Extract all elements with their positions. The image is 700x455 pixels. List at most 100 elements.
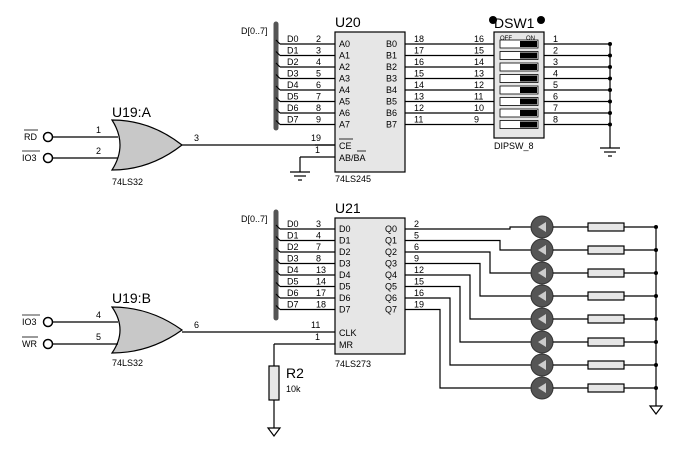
u20-pin-b7: B7 — [386, 120, 397, 130]
u20-pin-a7: A7 — [339, 120, 350, 130]
u21-pin-q7: Q7 — [385, 305, 397, 315]
u19b-pin-6: 6 — [194, 320, 199, 330]
dsw-toggle-4[interactable] — [499, 74, 539, 83]
r2-value: 10k — [286, 384, 301, 394]
u20-ce-label: CE — [339, 141, 352, 151]
dsw-toggle-7[interactable] — [499, 108, 539, 118]
u21-right-num-1: 5 — [414, 231, 419, 241]
u20-left-num-1: 3 — [316, 46, 321, 56]
u21-part: 74LS273 — [335, 359, 371, 369]
dsw-toggle-8[interactable] — [499, 120, 539, 129]
dsw1-on-label: ON — [526, 36, 535, 42]
dsw-toggle-1[interactable] — [499, 39, 539, 49]
led-5 — [530, 330, 554, 354]
u19b-pin-5: 5 — [96, 332, 101, 342]
u19a-pin-1: 1 — [96, 125, 101, 135]
u20-pin-a3: A3 — [339, 74, 350, 84]
u20-pin-a0: A0 — [339, 39, 350, 49]
u21-pin-q5: Q5 — [385, 282, 397, 292]
u20-pin-a1: A1 — [339, 51, 350, 61]
led-3 — [530, 284, 554, 308]
dsw-right-num-1: 2 — [553, 46, 558, 56]
u20-dir-label: AB/BA — [339, 153, 366, 163]
u19a-part: 74LS32 — [112, 177, 143, 187]
dsw-toggle-2[interactable] — [499, 51, 539, 60]
led-resistor-6 — [587, 360, 625, 370]
u21-bus-net-3: D3 — [287, 254, 299, 264]
led-common-rail — [648, 229, 664, 415]
u20-left-num-3: 5 — [316, 69, 321, 79]
u20-right-num-1: 17 — [414, 46, 424, 56]
u21-pin-q6: Q6 — [385, 293, 397, 303]
u19b-ref: U19:B — [112, 290, 151, 306]
led-resistor-4 — [587, 314, 625, 324]
u20-right-num-3: 15 — [414, 69, 424, 79]
u20-pin-b0: B0 — [386, 39, 397, 49]
led-resistor-0 — [587, 222, 625, 232]
u20-right-num-5: 13 — [414, 92, 424, 102]
dsw-right-num-7: 8 — [553, 115, 558, 125]
dsw-right-num-4: 5 — [553, 80, 558, 90]
data-bus-top: D[0..7] — [241, 21, 279, 131]
u20-right-num-2: 16 — [414, 57, 424, 67]
u21-right-num-0: 2 — [414, 219, 419, 229]
u20-right-num-4: 14 — [414, 80, 424, 90]
u21-pin-d6: D6 — [339, 293, 351, 303]
u21-pin-q3: Q3 — [385, 259, 397, 269]
u21-left-num-1: 4 — [316, 231, 321, 241]
u21-pin-d7: D7 — [339, 305, 351, 315]
led-2 — [530, 261, 554, 285]
u21-left-num-4: 13 — [316, 265, 326, 275]
u21-right-num-6: 16 — [414, 288, 424, 298]
u20-pin-a5: A5 — [339, 97, 350, 107]
dsw-right-num-2: 3 — [553, 57, 558, 67]
u21-bus-net-5: D5 — [287, 277, 299, 287]
dsw-right-num-5: 6 — [553, 92, 558, 102]
dsw-right-num-6: 7 — [553, 103, 558, 113]
dsw-right-num-0: 1 — [553, 34, 558, 44]
u21-bus-net-2: D2 — [287, 242, 299, 252]
u21-pin-d0: D0 — [339, 224, 351, 234]
u20-left-num-6: 8 — [316, 103, 321, 113]
u19a-in1-label: RD — [24, 132, 37, 142]
led-7 — [530, 376, 554, 400]
u20-right-num-0: 18 — [414, 34, 424, 44]
dsw-toggle-6[interactable] — [499, 97, 539, 106]
led-resistor-7 — [587, 383, 625, 393]
dsw-left-num-6: 10 — [474, 103, 484, 113]
u19b-in2-terminal — [42, 338, 54, 350]
dsw-right-num-3: 4 — [553, 69, 558, 79]
dsw-common-rail — [600, 44, 620, 157]
led-1 — [530, 238, 554, 262]
u20-part: 74LS245 — [335, 174, 371, 184]
u20-right-num-6: 12 — [414, 103, 424, 113]
data-bus-bottom: D[0..7] — [241, 209, 279, 321]
u21-bus-net-6: D6 — [287, 288, 299, 298]
u21-pin-d3: D3 — [339, 259, 351, 269]
u20-pin-a6: A6 — [339, 108, 350, 118]
u19b-gate: U19:B 74LS32 4 5 IO3 WR 6 — [22, 290, 335, 368]
u21-left-num-5: 14 — [316, 277, 326, 287]
dsw-toggle-3[interactable] — [499, 62, 539, 72]
u21-left-num-6: 17 — [316, 288, 326, 298]
bus-top-label: D[0..7] — [241, 26, 268, 36]
u21-right-num-4: 12 — [414, 265, 424, 275]
u19a-ref: U19:A — [112, 104, 152, 120]
dsw-left-num-4: 12 — [474, 80, 484, 90]
u20-bus-net-0: D0 — [287, 34, 299, 44]
u20-pin-b3: B3 — [386, 74, 397, 84]
r2-ref: R2 — [286, 365, 304, 381]
dsw1-off-label: OFF — [500, 36, 512, 42]
led-0 — [530, 215, 554, 239]
dsw1-switch: DSW1 DIPSW_8 OFF ON — [489, 15, 545, 151]
u21-bus-net-1: D1 — [287, 231, 299, 241]
u21-right-num-2: 6 — [414, 242, 419, 252]
u21-right-num-7: 19 — [414, 300, 424, 310]
u21-pin-d1: D1 — [339, 236, 351, 246]
dsw-toggle-5[interactable] — [499, 85, 539, 95]
u20-bus-net-1: D1 — [287, 46, 299, 56]
u21-ref: U21 — [335, 200, 361, 216]
